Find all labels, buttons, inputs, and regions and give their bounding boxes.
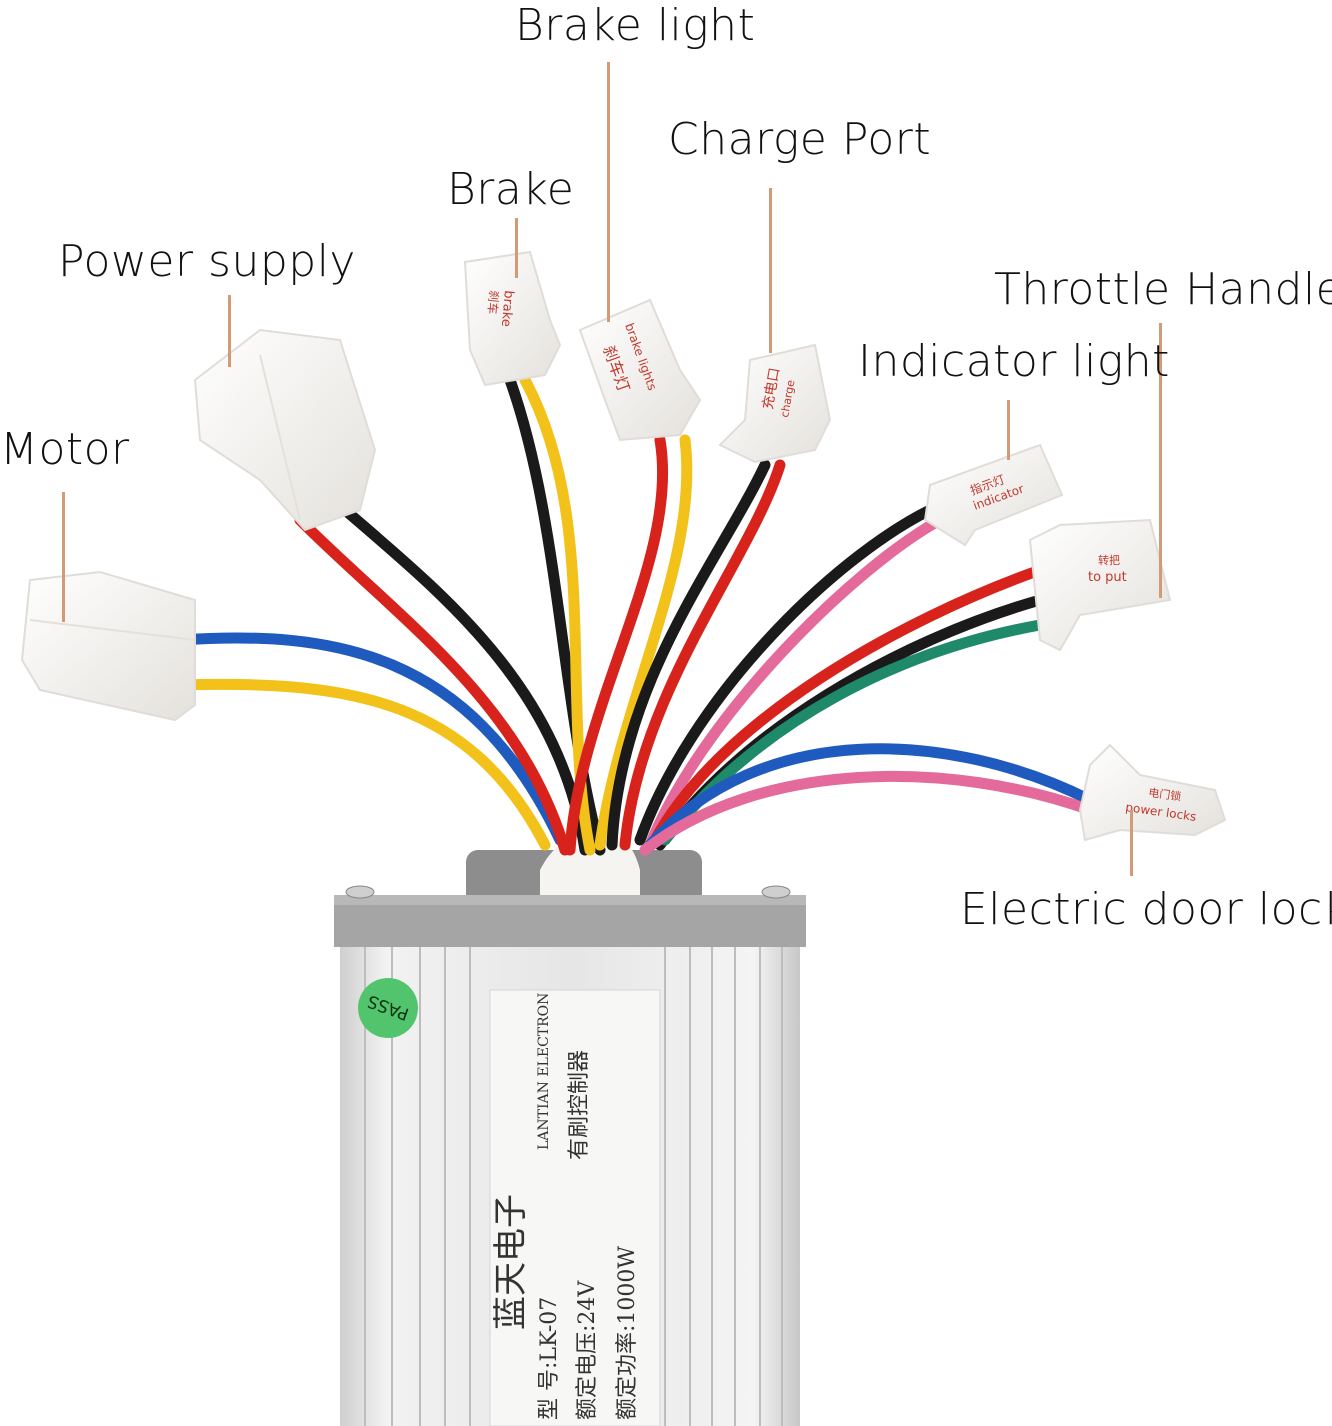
- leader-power-supply: [228, 295, 231, 367]
- wire-indicator-pink: [644, 514, 946, 851]
- wire-charge-black: [606, 459, 771, 851]
- connector-door-lock: 电门锁 power locks: [1078, 743, 1227, 842]
- callout-brake: Brake: [447, 164, 575, 215]
- tag-door-lock-cn: 电门锁: [1148, 785, 1183, 803]
- leader-indicator-light: [1007, 400, 1010, 460]
- callout-indicator-light: Indicator light: [858, 336, 1170, 387]
- wire-brakelight-yellow: [594, 434, 693, 851]
- callout-power-supply: Power supply: [58, 236, 356, 287]
- wire-motor-blue: [174, 632, 566, 846]
- tag-brake-en: brake: [498, 290, 516, 328]
- leader-brake-light: [607, 62, 610, 322]
- tag-brake-cn: 刹车: [485, 290, 502, 315]
- brand-en-text: LANTIAN ELECTRON: [536, 993, 552, 1150]
- connector-motor: [20, 570, 196, 722]
- voltage-text: 额定电压:24V: [575, 1280, 600, 1420]
- controller-body: PASS 蓝天电子 型 号:LK-07 LANTIAN ELECTRON 额定电…: [334, 834, 806, 1426]
- tag-throttle-en: to put: [1088, 570, 1127, 585]
- connector-indicator: 指示灯 indicator: [923, 443, 1064, 547]
- wire-charge-red: [619, 459, 786, 851]
- controller-type-text: 有刷控制器: [567, 1050, 592, 1160]
- wire-doorlock-blue: [644, 743, 1096, 851]
- wire-throttle-red: [649, 564, 1046, 846]
- heatsink-fins: [364, 930, 783, 1426]
- wire-indicator-black: [634, 504, 936, 846]
- wire-doorlock-pink: [639, 770, 1096, 856]
- callout-electric-door-lock: Electric door lock: [960, 884, 1332, 935]
- leader-throttle-handle: [1159, 323, 1162, 598]
- pass-sticker: PASS: [358, 978, 418, 1038]
- screw: [345, 885, 375, 899]
- power-text: 额定功率:1000W: [615, 1246, 640, 1420]
- callout-throttle-handle: Throttle Handle: [994, 264, 1332, 315]
- wire-brakelight-red: [564, 434, 669, 856]
- tag-charge-cn: 充电口: [760, 367, 783, 411]
- tag-throttle-cn: 转把: [1098, 553, 1120, 567]
- wire-harness: [174, 374, 1096, 856]
- brand-cn-text: 蓝天电子: [491, 1194, 531, 1330]
- leader-charge-port: [769, 188, 772, 353]
- spec-label: [489, 989, 661, 1426]
- connector-brake-light: 刹车灯 brake lights: [578, 298, 702, 442]
- model-text: 型 号:LK-07: [537, 1297, 562, 1420]
- callout-brake-light: Brake light: [515, 0, 756, 51]
- connector-charge: 充电口 charge: [718, 343, 832, 464]
- callout-motor: Motor: [0, 424, 130, 475]
- connector-power-supply: [193, 328, 377, 532]
- leader-motor: [62, 492, 65, 622]
- connector-brake: 刹车 brake: [463, 250, 562, 387]
- screw: [761, 885, 791, 899]
- wire-power-black: [339, 504, 591, 856]
- connector-throttle: 转把 to put: [1028, 518, 1172, 652]
- wire-power-red: [294, 514, 571, 856]
- leader-electric-door-lock: [1130, 810, 1133, 876]
- leader-brake: [515, 218, 518, 278]
- callout-charge-port: Charge Port: [668, 114, 932, 165]
- wire-motor-yellow: [174, 678, 551, 851]
